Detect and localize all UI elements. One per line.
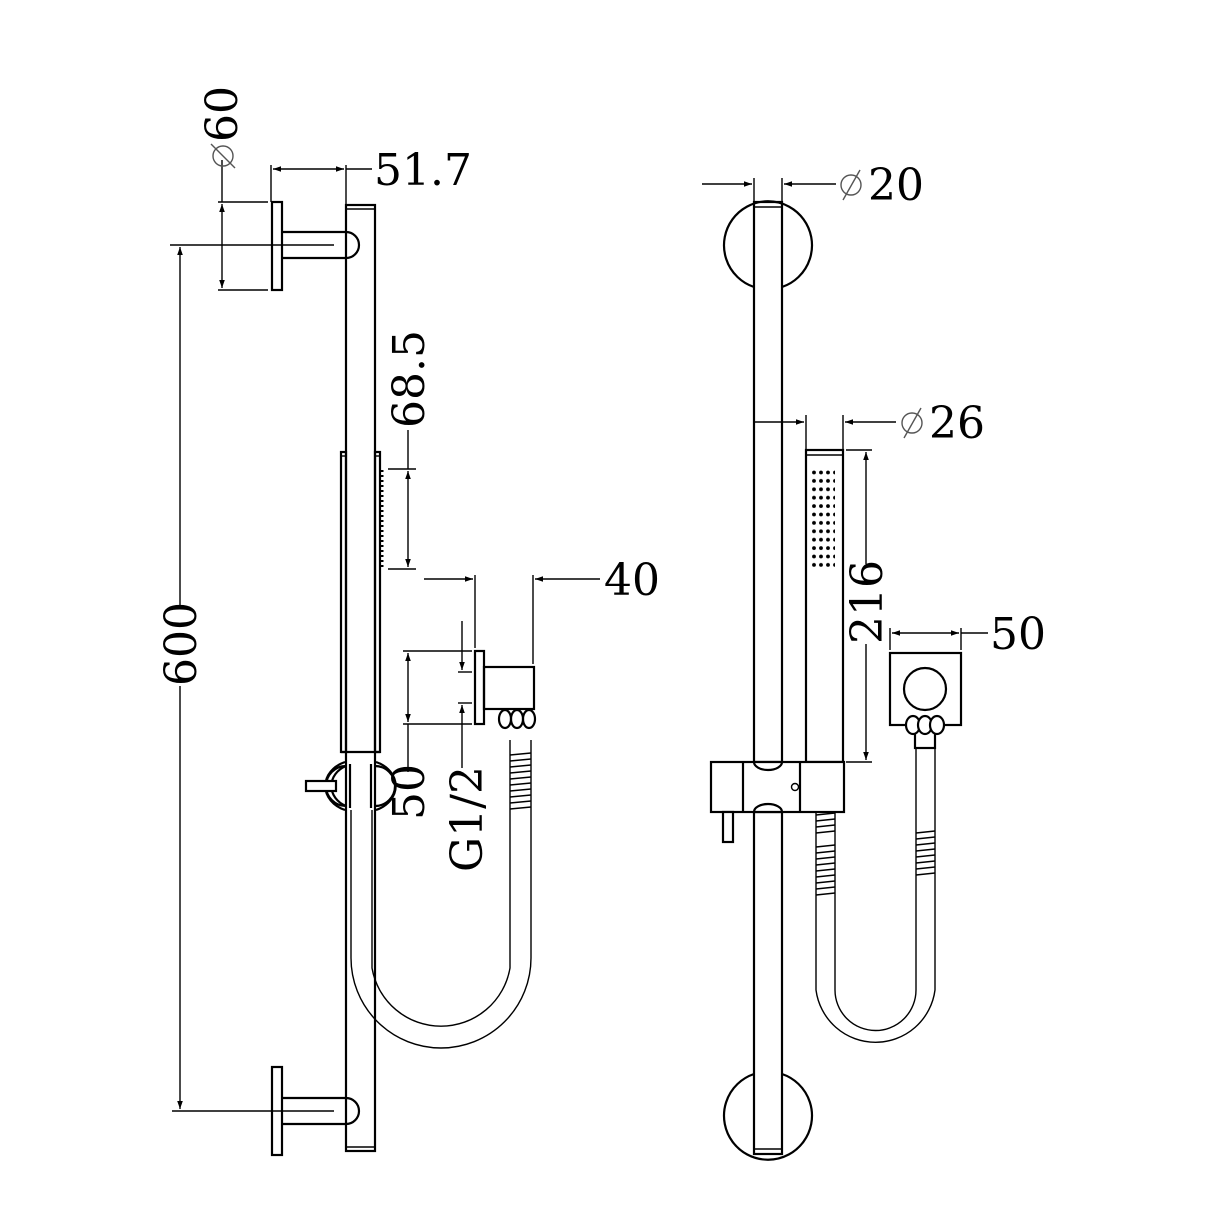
top-wall-bracket bbox=[170, 200, 361, 292]
diameter-symbol-icon bbox=[840, 174, 862, 196]
dim-label: 600 bbox=[156, 602, 207, 686]
bottom-wall-bracket bbox=[172, 1065, 361, 1157]
diameter-symbol-icon bbox=[901, 412, 923, 434]
top-wall-plate bbox=[722, 200, 814, 289]
slide-rail-front bbox=[752, 200, 784, 1156]
hose-front bbox=[815, 740, 936, 1043]
dim-label: 68.5 bbox=[384, 330, 435, 428]
dim-bracket-projection: 51.7 bbox=[270, 145, 472, 205]
dim-handpiece-length: 216 bbox=[842, 449, 893, 763]
dim-spray-length: 68.5 bbox=[384, 330, 435, 570]
slide-rail bbox=[344, 203, 377, 1153]
slider-holder-side bbox=[304, 760, 397, 812]
dim-label: 51.7 bbox=[374, 145, 472, 196]
dim-label: 50 bbox=[384, 764, 435, 820]
dim-outlet-projection: 40 bbox=[424, 555, 660, 664]
hose-thread bbox=[815, 812, 936, 896]
dim-rail-diameter: 20 bbox=[702, 160, 924, 211]
hand-shower-front bbox=[804, 448, 845, 764]
dim-label: G1/2 bbox=[442, 766, 493, 872]
dim-outlet-thread: G1/2 bbox=[442, 621, 493, 872]
dim-label: 216 bbox=[842, 560, 893, 644]
hose-side bbox=[350, 740, 532, 1049]
wall-outlet-side bbox=[473, 649, 537, 730]
dim-rail-height: 600 bbox=[156, 247, 207, 1109]
spray-nozzles bbox=[811, 469, 835, 569]
dim-label: 26 bbox=[929, 398, 985, 449]
dim-label: 40 bbox=[604, 555, 660, 606]
dim-label: 60 bbox=[197, 86, 248, 142]
dim-label: 20 bbox=[868, 160, 924, 211]
dim-handpiece-diameter: 26 bbox=[754, 398, 985, 450]
hand-shower-side bbox=[339, 450, 384, 754]
dim-outlet-plate: 50 bbox=[384, 650, 472, 820]
hose-thread bbox=[509, 752, 532, 810]
diameter-symbol-icon bbox=[212, 145, 234, 167]
bottom-wall-plate bbox=[722, 1072, 814, 1161]
slider-holder-front bbox=[709, 760, 846, 844]
dim-bracket-diameter: 60 bbox=[197, 86, 268, 291]
dim-label: 50 bbox=[990, 609, 1046, 660]
front-view: 20 26 216 50 bbox=[702, 160, 1046, 1161]
wall-outlet-front bbox=[888, 651, 963, 750]
dim-outlet-width: 50 bbox=[889, 609, 1046, 660]
side-view: 60 51.7 68.5 600 bbox=[156, 86, 660, 1157]
